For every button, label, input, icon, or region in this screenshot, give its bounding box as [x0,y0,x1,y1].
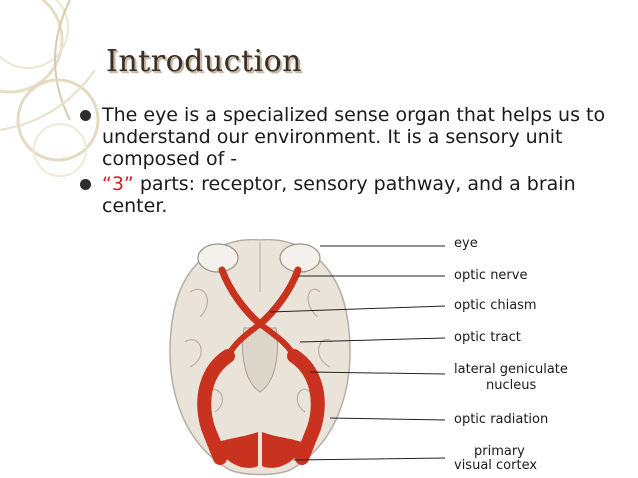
bullet-text: parts: receptor, sensory pathway, and a … [102,173,576,217]
label-optic-radiation: optic radiation [454,412,549,427]
bullet-icon [80,179,91,190]
bullet-text: The eye is a specialized sense organ tha… [102,104,606,170]
bullet-icon [80,110,91,121]
label-visual-cortex: visual cortex [454,458,538,473]
bullet-item: “3” parts: receptor, sensory pathway, an… [76,173,616,217]
label-optic-nerve: optic nerve [454,268,528,283]
left-eye [197,243,239,273]
label-lateral-geniculate: lateral geniculate [454,362,568,377]
label-optic-tract: optic tract [454,330,521,345]
label-optic-chiasm: optic chiasm [454,298,537,313]
visual-pathway-figure: eye optic nerve optic chiasm optic tract… [160,232,620,476]
bullet-item: The eye is a specialized sense organ tha… [76,104,616,170]
decorative-swirl [0,0,100,177]
leader-lines [269,245,446,461]
brain-illustration [169,238,351,476]
label-eye: eye [454,236,478,251]
bullet-highlight: “3” [102,173,134,195]
slide-title: Introduction [106,44,302,79]
label-primary: primary [474,444,525,459]
bullet-list: The eye is a specialized sense organ tha… [76,104,616,220]
label-nucleus: nucleus [486,378,537,393]
